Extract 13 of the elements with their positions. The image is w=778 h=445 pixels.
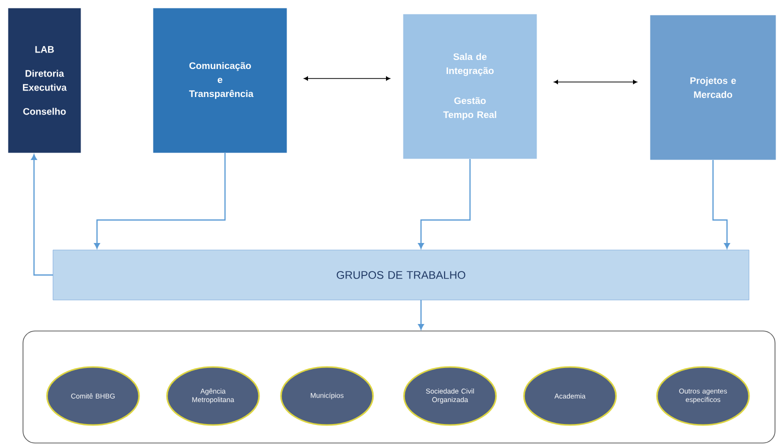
arrow bbox=[554, 80, 638, 84]
unit-box: Projetos e Mercado bbox=[650, 14, 776, 160]
arrow bbox=[31, 154, 53, 276]
arrow bbox=[418, 159, 471, 249]
unit-box: Comunicação e Transparência bbox=[152, 8, 288, 154]
group-bar: GRUPOS DE TRABALHO bbox=[52, 250, 750, 300]
unit-box: Sala de Integração Gestão Tempo Real bbox=[402, 14, 538, 160]
arrow bbox=[304, 76, 390, 81]
group-frame bbox=[22, 330, 776, 444]
arrow bbox=[94, 153, 226, 249]
arrow bbox=[712, 160, 730, 249]
unit-box: LAB Diretoria Executiva Conselho bbox=[8, 8, 82, 154]
arrow bbox=[418, 300, 424, 330]
